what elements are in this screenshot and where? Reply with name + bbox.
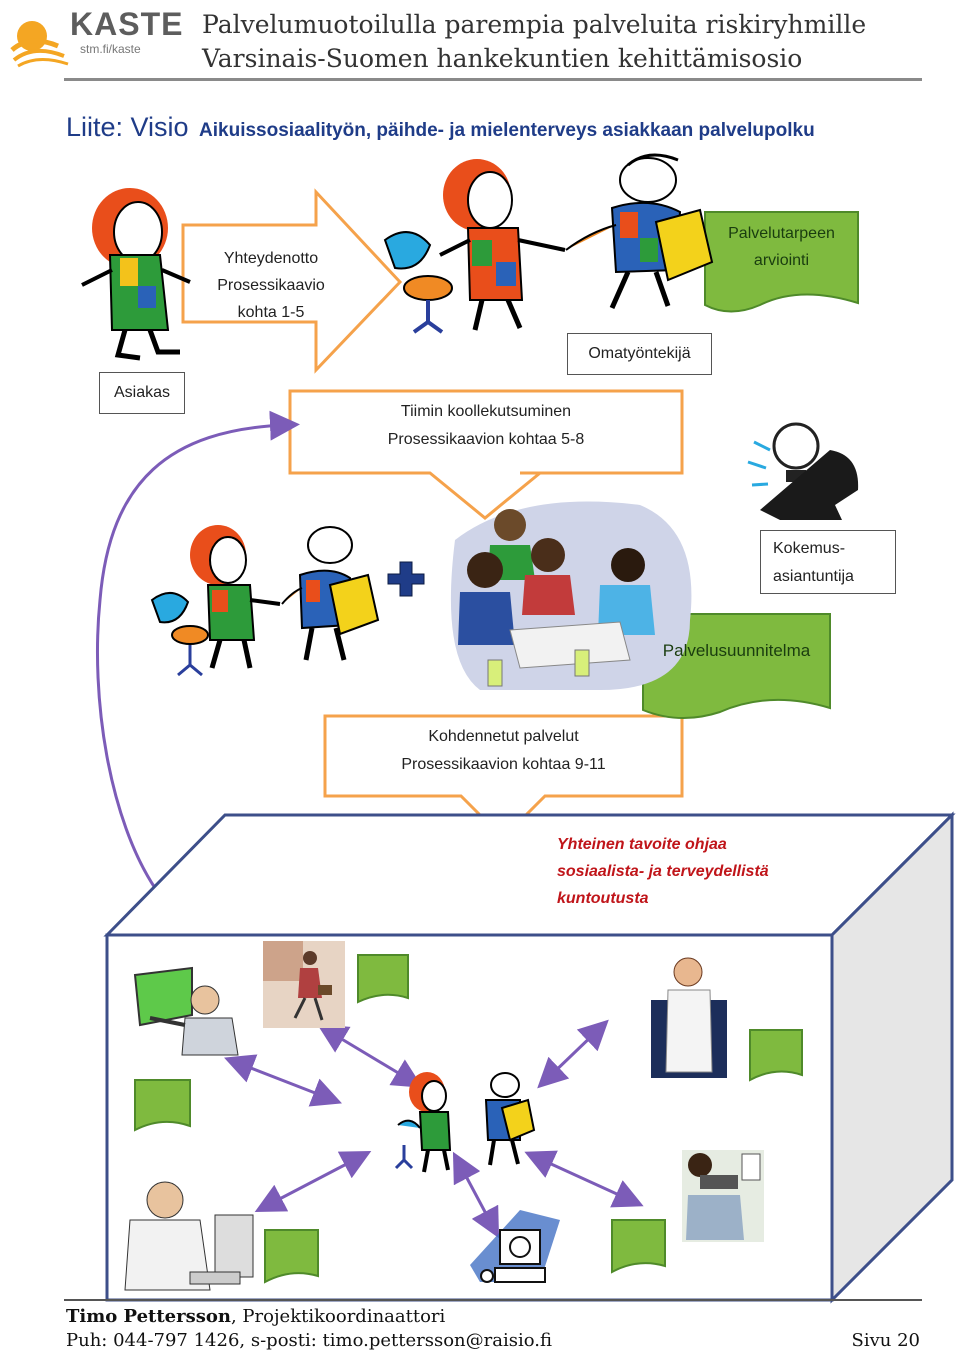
- footer-author: Timo Pettersson, Projektikoordinaattori: [66, 1306, 445, 1327]
- arrow1-line3: kohta 1-5: [237, 304, 305, 321]
- arrow3-text: Kohdennetut palvelut Prosessikaavion koh…: [327, 723, 680, 779]
- label-omatyontekija: Omatyöntekijä: [567, 333, 712, 375]
- arrow3-line1: Kohdennetut palvelut: [428, 728, 579, 745]
- arrow2-line1: Tiimin koollekutsuminen: [400, 403, 572, 420]
- box-note-1: [357, 954, 409, 1004]
- goal-text: Yhteinen tavoite ohjaa sosiaalista- ja t…: [557, 831, 817, 912]
- kaste-logo: KASTE stm.fi/kaste: [10, 6, 190, 68]
- arrow1-line1: Yhteydenotto: [223, 250, 319, 267]
- walking-woman-icon: [263, 941, 345, 1028]
- label-asiakas: Asiakas: [99, 372, 185, 414]
- footer-divider: [64, 1299, 922, 1301]
- worker-with-chair-icon: [383, 159, 566, 334]
- page-title: Liite: Visio Aikuissosiaalityön, päihde-…: [66, 112, 815, 143]
- note-assessment-text: Palvelutarpeen arviointi: [705, 220, 858, 274]
- logo-text: KASTE: [70, 6, 184, 42]
- label-kokemusasiantuntija: Kokemus- asiantuntija: [760, 530, 896, 594]
- link-arrow-4: [254, 1151, 372, 1212]
- man-at-computer-icon: [124, 1181, 254, 1291]
- note-assessment-line1: Palvelutarpeen: [728, 225, 835, 242]
- footer-page-number: Sivu 20: [851, 1330, 920, 1351]
- arrow2-text: Tiimin koollekutsuminen Prosessikaavion …: [292, 398, 680, 454]
- logo-subtext: stm.fi/kaste: [80, 42, 141, 56]
- arrow3-line2: Prosessikaavion kohtaa 9-11: [401, 756, 606, 773]
- plus-icon: [387, 561, 425, 597]
- eye-exam-icon: [682, 1150, 764, 1242]
- box-note-3: [749, 1029, 803, 1082]
- process-arrow-1: [181, 188, 403, 374]
- goal-line3: kuntoutusta: [557, 890, 649, 907]
- team-meeting-illustration: [450, 501, 692, 690]
- box-note-4: [264, 1229, 319, 1284]
- box-client-worker-pair-icon: [394, 1072, 536, 1173]
- goal-line1: Yhteinen tavoite ohjaa: [557, 836, 727, 853]
- footer-contact: Puh: 044-797 1426, s-posti: timo.petters…: [66, 1330, 552, 1351]
- note-assessment-shape: [704, 211, 859, 313]
- arrow1-line2: Prosessikaavio: [217, 277, 325, 294]
- kokemus-line1: Kokemus-: [773, 540, 846, 557]
- note-plan-shape: [642, 613, 831, 720]
- computer-globe-icon: [470, 1210, 560, 1283]
- page-title-prefix: Liite: Visio: [66, 112, 189, 142]
- arrow2-line2: Prosessikaavion kohtaa 5-8: [387, 431, 585, 448]
- link-arrow-1: [317, 1024, 423, 1088]
- link-arrow-3: [224, 1054, 342, 1107]
- box-top-face: [103, 813, 956, 937]
- process-arrow-2: [288, 389, 684, 520]
- case-worker-figure-icon: [565, 153, 714, 310]
- footer-name: Timo Pettersson: [66, 1306, 231, 1327]
- client-figure-icon: [81, 188, 191, 361]
- footer-role: , Projektikoordinaattori: [230, 1306, 446, 1327]
- return-loop-arrow: [95, 410, 300, 889]
- box-note-2: [134, 1079, 191, 1132]
- header-title-line2: Varsinais-Suomen hankekuntien kehittämis…: [202, 44, 803, 73]
- arrow1-text: Yhteydenotto Prosessikaavio kohta 1-5: [196, 245, 346, 326]
- note-assessment-line2: arviointi: [753, 252, 810, 269]
- experience-expert-icon: [747, 422, 859, 520]
- box-note-5: [611, 1219, 666, 1274]
- sun-logo-icon: [10, 21, 69, 68]
- kokemus-line2: asiantuntija: [773, 568, 854, 585]
- teacher-board-icon: [133, 966, 239, 1056]
- goal-line2: sosiaalista- ja terveydellistä: [557, 863, 769, 880]
- note-plan-text: Palvelusuunnitelma: [662, 641, 811, 660]
- client-and-worker-pair-icon: [150, 525, 380, 677]
- header-title-line1: Palvelumuotoilulla parempia palveluita r…: [202, 10, 867, 39]
- link-arrow-2: [537, 1019, 609, 1089]
- doctor-icon: [651, 957, 727, 1078]
- page-title-text: Aikuissosiaalityön, päihde- ja mielenter…: [199, 120, 815, 141]
- link-arrow-5: [524, 1150, 644, 1208]
- header-divider: [64, 78, 922, 81]
- link-arrow-6: [452, 1151, 500, 1239]
